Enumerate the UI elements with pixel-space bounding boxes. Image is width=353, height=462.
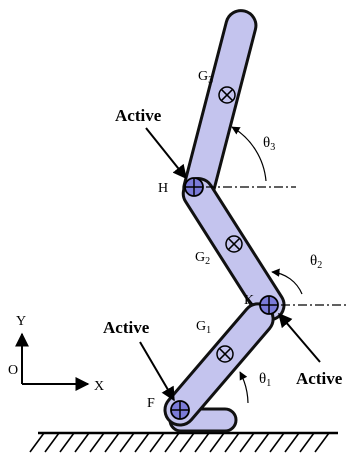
hatch-line — [29, 432, 45, 453]
joint-k — [259, 295, 279, 315]
hatch-line — [284, 432, 300, 453]
theta3-arc — [231, 126, 267, 182]
hatch-line — [224, 432, 240, 453]
label-active-knee: Active — [296, 369, 343, 388]
hatch-line — [164, 432, 180, 453]
hatch-line — [314, 432, 330, 453]
label-axis-x: X — [94, 379, 104, 394]
active-arrow-knee — [278, 312, 321, 363]
active-arrow-hip — [145, 127, 187, 180]
label-active-ankle: Active — [103, 318, 150, 337]
com-marker-g2 — [225, 235, 243, 253]
thigh-link — [182, 9, 258, 205]
hatch-line — [104, 432, 120, 453]
hatch-line — [194, 432, 210, 453]
hatch-line — [59, 432, 75, 453]
hatch-line — [74, 432, 90, 453]
hatch-line — [134, 432, 150, 453]
label-active-hip: Active — [115, 106, 162, 125]
hatch-line — [119, 432, 135, 453]
label-theta2: θ2 — [310, 253, 322, 271]
ground — [29, 431, 338, 453]
com-marker-g1 — [216, 345, 234, 363]
hatch-line — [44, 432, 60, 453]
label-axis-origin: O — [8, 363, 18, 378]
hatch-line — [89, 432, 105, 453]
hatch-line — [254, 432, 270, 453]
hatch-line — [179, 432, 195, 453]
hatch-line — [149, 432, 165, 453]
hatch-line — [209, 432, 225, 453]
ground-hatching — [29, 432, 330, 453]
joint-f — [170, 400, 190, 420]
hatch-line — [239, 432, 255, 453]
label-axis-y: Y — [16, 314, 26, 329]
label-theta3: θ3 — [263, 135, 275, 153]
label-joint-f: F — [147, 396, 155, 411]
com-marker-g3 — [218, 86, 236, 104]
active-arrow-ankle — [139, 341, 175, 402]
label-joint-h: H — [158, 181, 168, 196]
label-g3: G3 — [198, 69, 213, 86]
label-g2: G2 — [195, 250, 210, 267]
theta1-arc — [239, 371, 249, 404]
label-theta1: θ1 — [259, 371, 271, 389]
hatch-line — [299, 432, 315, 453]
theta2-arc — [271, 268, 303, 295]
label-joint-k: K — [244, 293, 254, 308]
joint-h — [184, 177, 204, 197]
coordinate-axes — [15, 332, 90, 391]
label-g1: G1 — [196, 319, 211, 336]
hatch-line — [269, 432, 285, 453]
